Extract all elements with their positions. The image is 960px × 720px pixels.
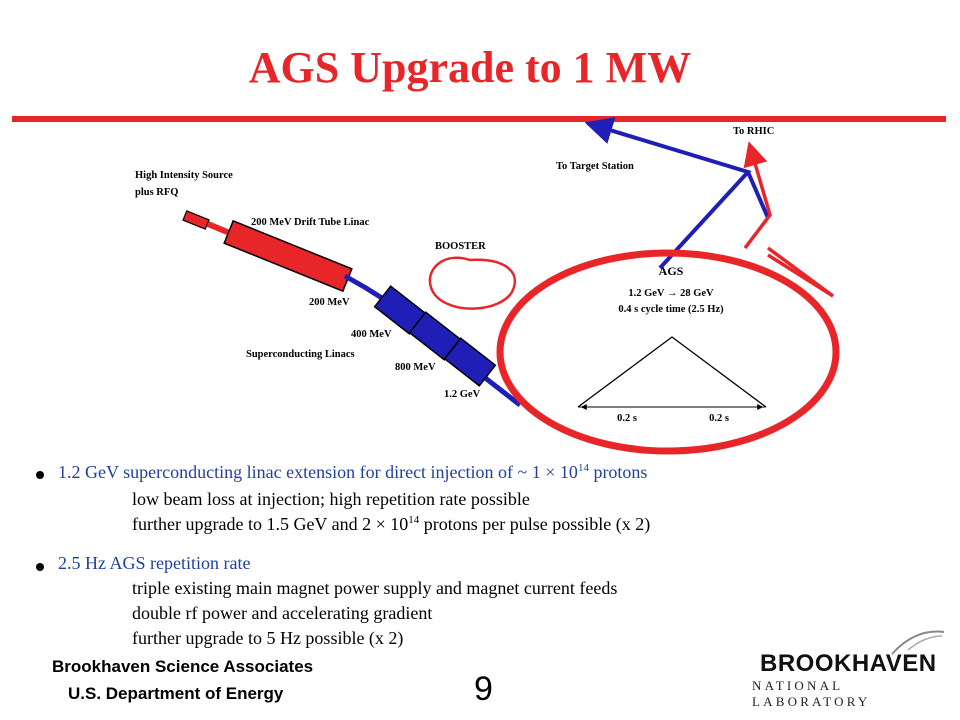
label-800mev: 800 MeV — [395, 362, 436, 373]
footer-org-1: Brookhaven Science Associates — [52, 657, 314, 676]
logo-subtitle: NATIONAL LABORATORY — [752, 678, 871, 709]
bullet-2-sub-2: double rf power and accelerating gradien… — [132, 603, 433, 623]
booster-ring — [428, 256, 517, 310]
bullet-1-sub-1: low beam loss at injection; high repetit… — [132, 489, 530, 509]
label-ags-energy: 1.2 GeV → 28 GeV — [628, 288, 714, 299]
ion-source — [182, 210, 210, 230]
label-to-target: To Target Station — [556, 161, 634, 172]
bullet-2-heading: 2.5 Hz AGS repetition rate — [58, 553, 251, 573]
label-booster: BOOSTER — [435, 241, 486, 252]
footer-org-2: U.S. Department of Energy — [68, 684, 284, 703]
title-rule — [12, 116, 946, 122]
bullet-1-sub-2: further upgrade to 1.5 GeV and 2 × 1014 … — [132, 514, 651, 534]
bullet-dot-2 — [36, 563, 44, 571]
bullet-dot-1 — [36, 471, 44, 479]
sc-linac-module-3 — [443, 337, 497, 387]
label-sc-linacs: Superconducting Linacs — [246, 349, 355, 360]
logo-swoosh-icon — [891, 630, 945, 655]
bullet-2-sub-1: triple existing main magnet power supply… — [132, 578, 618, 598]
page-number: 9 — [474, 670, 493, 708]
beamline-to-target — [584, 117, 752, 270]
label-400mev: 400 MeV — [351, 329, 392, 340]
label-ags-cycle: 0.4 s cycle time (2.5 Hz) — [618, 304, 724, 315]
beamline-to-rhic — [743, 141, 772, 250]
label-ramp-down: 0.2 s — [709, 413, 729, 424]
label-ags: AGS — [659, 264, 684, 278]
ags-ring — [496, 249, 840, 455]
label-to-rhic: To RHIC — [733, 126, 774, 137]
ags-cycle-ramp — [577, 336, 767, 408]
beamline-extension — [746, 171, 770, 219]
label-200mev: 200 MeV — [309, 297, 350, 308]
label-source-1: High Intensity Source — [135, 170, 233, 181]
label-ramp-up: 0.2 s — [617, 413, 637, 424]
red-extraction-line-2 — [767, 253, 834, 298]
bullet-2-sub-3: further upgrade to 5 Hz possible (x 2) — [132, 628, 404, 648]
drift-tube-linac — [223, 219, 353, 293]
logo-wordmark: BROOKHAVEN — [760, 650, 937, 677]
label-source-2: plus RFQ — [135, 187, 178, 198]
page-title: AGS Upgrade to 1 MW — [248, 43, 692, 92]
label-dtl: 200 MeV Drift Tube Linac — [251, 217, 370, 228]
label-1-2gev: 1.2 GeV — [444, 389, 481, 400]
bullet-1-heading: 1.2 GeV superconducting linac extension … — [58, 462, 648, 482]
